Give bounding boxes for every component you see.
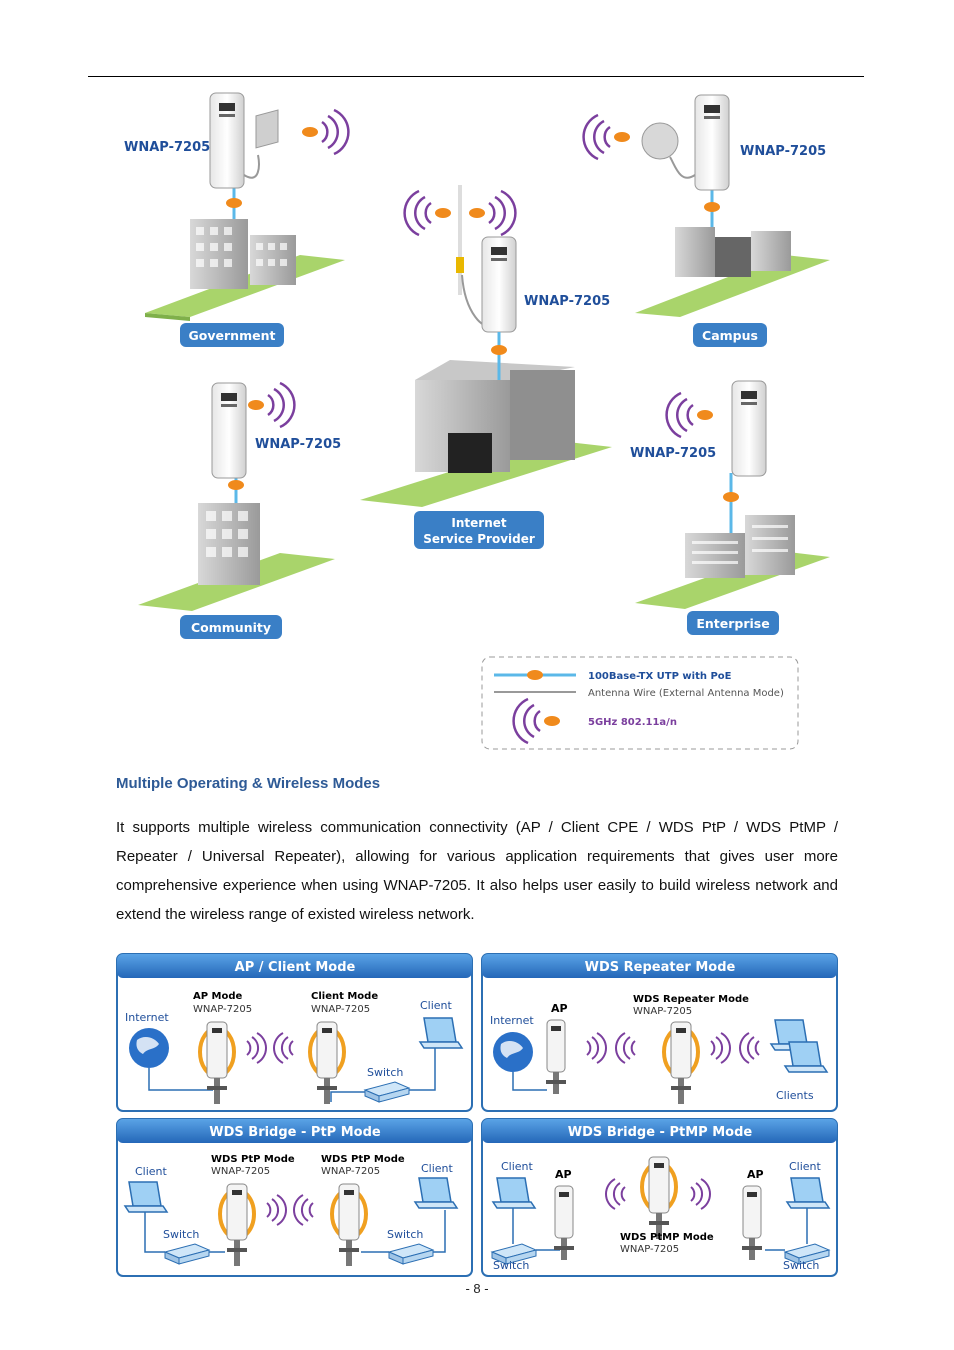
label-ptmp-switch1: Switch <box>493 1259 529 1272</box>
panel-title-wds-ptmp: WDS Bridge - PtMP Mode <box>568 1125 753 1140</box>
site-community: WNAP-7205 Community <box>138 381 341 639</box>
label-ptp-client2: Client <box>421 1162 454 1175</box>
panel-title-wds-ptp: WDS Bridge - PtP Mode <box>209 1125 381 1140</box>
label-internet-repeater: Internet <box>490 1014 534 1027</box>
label-ptmp-switch2: Switch <box>783 1259 819 1272</box>
panel-wds-repeater: WDS Repeater Mode Internet AP WDS Repeat… <box>481 953 838 1112</box>
label-repeater-mode: WDS Repeater Mode <box>633 994 749 1005</box>
label-ptp-mode2: WDS PtP Mode <box>321 1154 405 1165</box>
site-label-government: Government <box>189 328 276 343</box>
label-ptp-mode1: WDS PtP Mode <box>211 1154 295 1165</box>
label-ptmp-ap2: AP <box>747 1168 764 1181</box>
legend-wireless: 5GHz 802.11a/n <box>588 717 677 728</box>
panel-wds-ptmp: WDS Bridge - PtMP Mode Client Switch AP … <box>481 1118 838 1277</box>
site-label-campus: Campus <box>702 328 758 343</box>
device-label-enterprise: WNAP-7205 <box>630 446 716 461</box>
site-label-community: Community <box>191 620 271 635</box>
section-title: Multiple Operating & Wireless Modes <box>116 775 381 792</box>
label-ptmp-client1: Client <box>501 1160 534 1173</box>
label-switch: Switch <box>367 1066 403 1079</box>
label-ptp-switch2: Switch <box>387 1228 423 1241</box>
label-ptp-client1: Client <box>135 1165 168 1178</box>
label-ptmp-mode: WDS PtMP Mode <box>620 1232 714 1243</box>
legend-poe: 100Base-TX UTP with PoE <box>588 671 732 682</box>
label-ap-model: WNAP-7205 <box>193 1004 252 1015</box>
label-ap-mode: AP Mode <box>193 991 243 1002</box>
device-label-isp: WNAP-7205 <box>524 294 610 309</box>
label-ptp-model1: WNAP-7205 <box>211 1166 270 1177</box>
label-repeater-model: WNAP-7205 <box>633 1006 692 1017</box>
label-ptmp-client2: Client <box>789 1160 822 1173</box>
label-clients: Clients <box>776 1089 814 1102</box>
operating-modes-figure: AP / Client Mode Internet AP Mode WNAP-7… <box>116 953 838 1277</box>
site-government: WNAP-7205 Government <box>124 92 350 347</box>
device-label-government: WNAP-7205 <box>124 140 210 155</box>
label-repeater-ap: AP <box>551 1002 568 1015</box>
device-label-community: WNAP-7205 <box>255 437 341 452</box>
panel-title-wds-repeater: WDS Repeater Mode <box>585 960 736 975</box>
panel-ap-client: AP / Client Mode Internet AP Mode WNAP-7… <box>116 953 473 1112</box>
page-number: - 8 - <box>465 1281 489 1296</box>
label-client-model: WNAP-7205 <box>311 1004 370 1015</box>
label-ptp-switch1: Switch <box>163 1228 199 1241</box>
label-client-mode: Client Mode <box>311 991 378 1002</box>
site-isp: WNAP-7205 Internet Service Provider <box>360 185 612 549</box>
network-application-figure: WNAP-7205 Government WNAP-7205 Campus <box>124 92 830 750</box>
label-client: Client <box>420 999 453 1012</box>
label-ptmp-ap1: AP <box>555 1168 572 1181</box>
label-ptmp-model: WNAP-7205 <box>620 1244 679 1255</box>
label-ptp-model2: WNAP-7205 <box>321 1166 380 1177</box>
site-label-isp-line1: Internet <box>451 516 506 530</box>
device-label-campus: WNAP-7205 <box>740 144 826 159</box>
panel-title-ap-client: AP / Client Mode <box>235 960 356 975</box>
legend: 100Base-TX UTP with PoE Antenna Wire (Ex… <box>481 656 799 750</box>
site-enterprise: WNAP-7205 Enterprise <box>630 380 830 635</box>
header-rule <box>88 76 864 77</box>
site-campus: WNAP-7205 Campus <box>582 94 830 347</box>
section-paragraph: It supports multiple wireless communicat… <box>116 819 838 923</box>
label-internet: Internet <box>125 1011 169 1024</box>
legend-antenna-wire: Antenna Wire (External Antenna Mode) <box>588 688 784 699</box>
site-label-enterprise: Enterprise <box>696 616 769 631</box>
site-label-isp-line2: Service Provider <box>423 532 535 546</box>
panel-wds-ptp: WDS Bridge - PtP Mode Client Switch WDS … <box>116 1118 473 1277</box>
